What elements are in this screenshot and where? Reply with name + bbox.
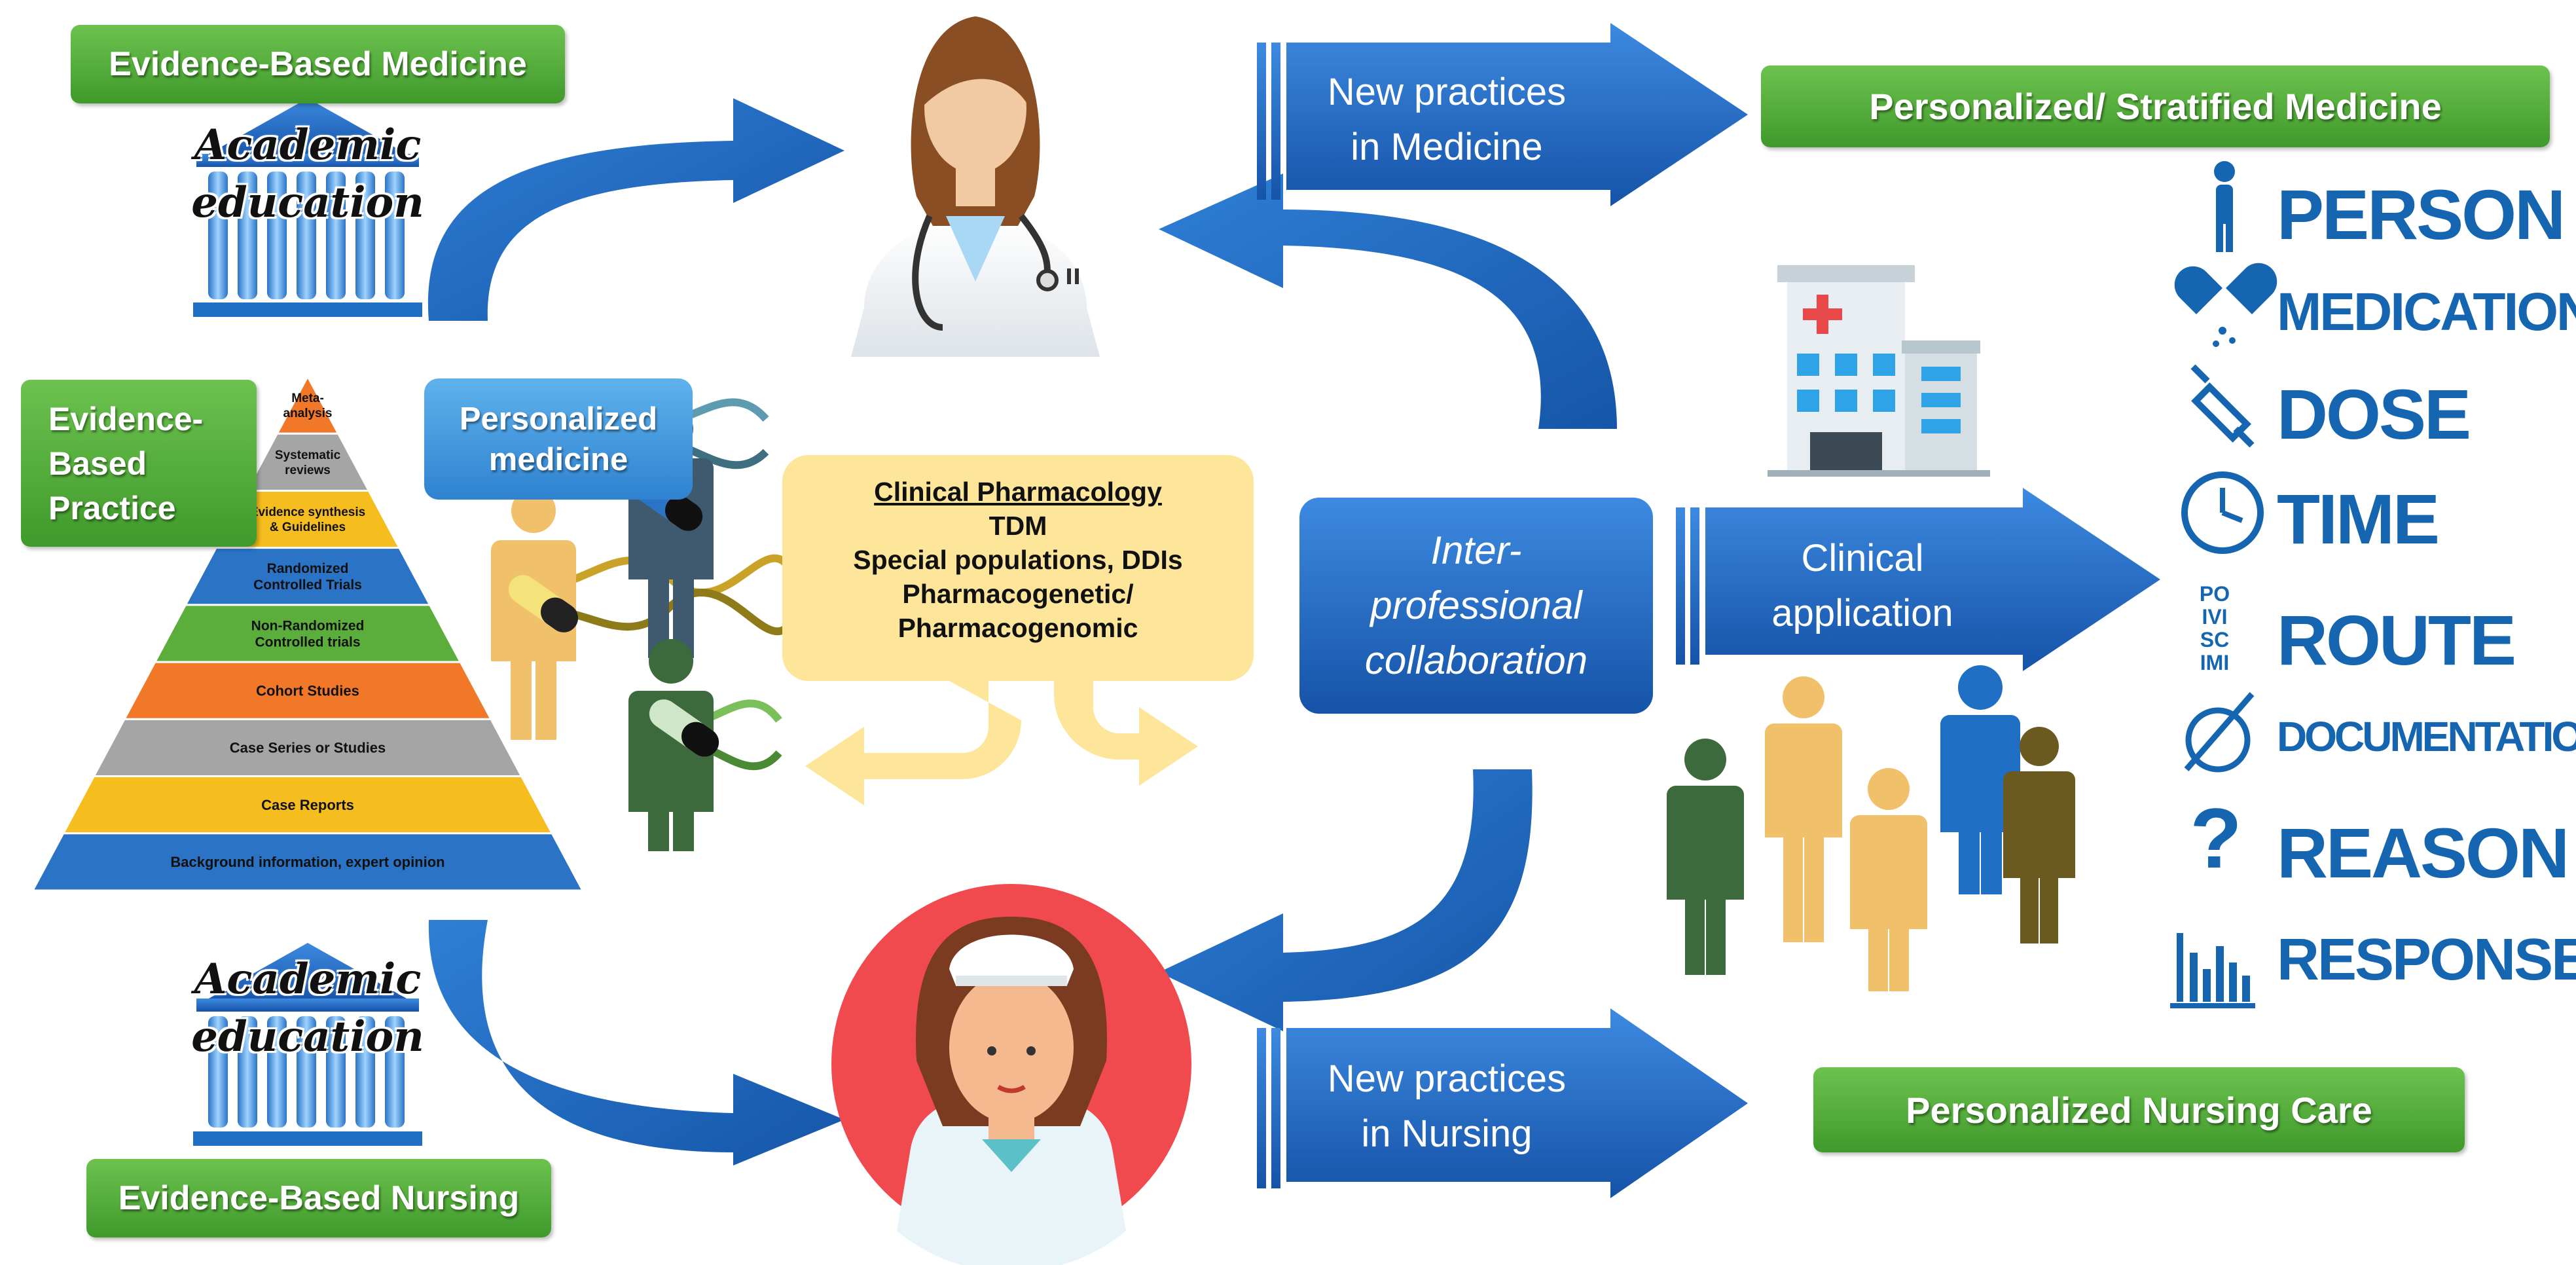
clinical-application-line-1: Clinical — [1801, 537, 1924, 579]
arrow-new-practices-medicine — [1257, 23, 1748, 206]
person-icon — [2214, 161, 2235, 252]
hospital-icon — [1768, 265, 1990, 477]
ebp-line-2: Based — [48, 445, 147, 482]
new-practices-nursing-text: New practices in Nursing — [1290, 1038, 1604, 1175]
list-dose: DOSE — [2277, 375, 2471, 454]
people-group-icon — [1667, 665, 2075, 991]
clinical-application-text: Clinical application — [1709, 517, 2016, 655]
cp-line-special: Special populations, DDIs — [853, 545, 1183, 575]
new-nursing-line-2: in Nursing — [1361, 1112, 1533, 1155]
label-evidence-based-nursing-text: Evidence-Based Nursing — [118, 1179, 520, 1217]
list-reason: REASON — [2277, 813, 2569, 892]
academic-education-top: Academic education — [164, 117, 452, 232]
academic-bottom-line-1: Academic — [194, 955, 422, 1004]
label-personalized-nursing-care: Personalized Nursing Care — [1813, 1067, 2465, 1152]
collab-line-1: Inter- — [1430, 528, 1522, 572]
curved-arrow-to-nurse — [428, 920, 844, 1165]
syringe-icon — [2190, 364, 2255, 448]
ebp-line-1: Evidence- — [48, 400, 204, 437]
curved-arrow-to-doctor — [427, 98, 844, 321]
collab-line-2: professional — [1370, 583, 1582, 627]
label-personalized-stratified-medicine: Personalized/ Stratified Medicine — [1761, 65, 2550, 147]
route-imi: IMI — [2200, 651, 2230, 674]
pyramid-tier — [183, 547, 432, 606]
pyramid-tier-label: Non-Randomized — [251, 618, 365, 633]
clinical-pharmacology-text: Clinical Pharmacology TDM Special popula… — [795, 475, 1241, 645]
pyramid-tier-label: Case Series or Studies — [230, 740, 386, 756]
response-bar-chart-icon — [2170, 933, 2255, 1008]
academic-top-line-2: education — [191, 178, 424, 227]
pyramid-tier-label: Systematic — [275, 449, 341, 462]
academic-education-bottom: Academic education — [164, 951, 452, 1066]
academic-building-icon-top — [193, 98, 422, 317]
personalized-line-2: medicine — [488, 441, 628, 477]
list-response: RESPONSE — [2277, 927, 2576, 993]
pyramid-tier-label: Evidence synthesis — [250, 505, 365, 519]
route-po: PO — [2199, 582, 2230, 606]
pyramid-tier — [31, 832, 585, 892]
cp-line-pgx2: Pharmacogenomic — [898, 613, 1138, 643]
cp-line-tdm: TDM — [989, 511, 1047, 541]
collaboration-box — [1299, 498, 1653, 714]
label-evidence-based-practice: Evidence- Based Practice — [21, 380, 257, 547]
personalized-line-1: Personalized — [459, 401, 658, 437]
reason-question-icon: ? — [2190, 790, 2242, 886]
pyramid-tier-label: & Guidelines — [270, 521, 346, 534]
clinical-pharmacology-box — [782, 455, 1254, 805]
medication-icon — [2174, 263, 2277, 347]
ebp-line-3: Practice — [48, 489, 176, 526]
pyramid-tier-label: Controlled trials — [255, 634, 360, 650]
documentation-icon — [2184, 692, 2255, 773]
label-psm-text: Personalized/ Stratified Medicine — [1869, 86, 2442, 127]
curved-arrow-collab-to-doctor — [1159, 174, 1617, 429]
academic-building-icon-bottom — [193, 943, 422, 1146]
nurse-figure — [831, 884, 1191, 1265]
label-pnc-text: Personalized Nursing Care — [1906, 1089, 2372, 1131]
academic-top-line-1: Academic — [194, 120, 422, 170]
list-medication: MEDICATION — [2277, 282, 2576, 342]
list-person: PERSON — [2277, 175, 2566, 254]
arrow-new-practices-nursing — [1257, 1008, 1748, 1198]
cp-line-pgx1: Pharmacogenetic/ — [902, 579, 1134, 609]
list-time: TIME — [2277, 479, 2440, 559]
arrow-clinical-application — [1676, 488, 2160, 671]
collab-line-3: collaboration — [1364, 638, 1588, 682]
new-medicine-line-2: in Medicine — [1351, 126, 1543, 168]
list-documentation: DOCUMENTATION — [2277, 713, 2576, 760]
pyramid-tier-label: Randomized — [267, 561, 349, 576]
doctor-figure — [851, 16, 1100, 357]
clinical-pharmacology-title: Clinical Pharmacology — [874, 477, 1162, 507]
pyramid-tier-label: Controlled Trials — [253, 578, 362, 593]
route-icon-text: PO IVI SC IMI — [2179, 583, 2251, 674]
list-route: ROUTE — [2277, 600, 2516, 680]
pyramid-tier-label: analysis — [283, 407, 333, 420]
curved-arrow-collab-to-nurse — [1159, 769, 1533, 1031]
label-evidence-based-medicine-text: Evidence-Based Medicine — [109, 45, 527, 83]
pyramid-tier-label: reviews — [285, 464, 331, 477]
label-evidence-based-medicine: Evidence-Based Medicine — [71, 25, 565, 103]
new-medicine-line-1: New practices — [1327, 71, 1567, 113]
pyramid-tier-label: Cohort Studies — [256, 682, 359, 699]
academic-bottom-line-2: education — [191, 1012, 424, 1061]
pyramid-tier-label: Case Reports — [261, 797, 354, 813]
clinical-application-line-2: application — [1771, 592, 1953, 634]
new-practices-medicine-text: New practices in Medicine — [1290, 51, 1604, 189]
new-nursing-line-1: New practices — [1327, 1057, 1567, 1100]
clock-icon — [2181, 471, 2264, 554]
label-evidence-based-nursing: Evidence-Based Nursing — [86, 1159, 551, 1238]
label-personalized-medicine: Personalized medicine — [424, 378, 693, 500]
pyramid-tier-label: Background information, expert opinion — [170, 854, 444, 870]
pyramid-tier — [153, 604, 462, 663]
route-sc: SC — [2200, 628, 2230, 651]
collaboration-text: Inter- professional collaboration — [1299, 498, 1653, 714]
route-ivi: IVI — [2202, 605, 2228, 629]
pyramid-tier-label: Meta- — [291, 392, 324, 405]
